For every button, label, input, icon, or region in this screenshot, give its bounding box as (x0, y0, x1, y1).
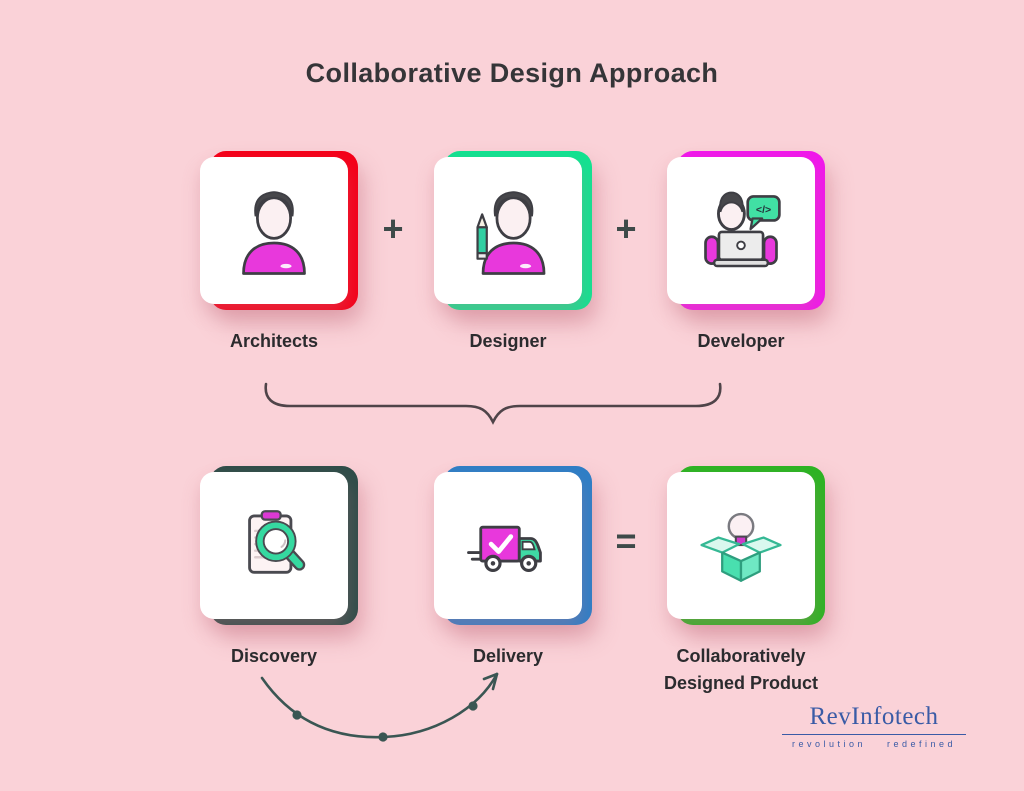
idea-box-icon (700, 512, 782, 582)
page-title: Collaborative Design Approach (305, 58, 719, 88)
clipboard-magnifier-icon (248, 509, 306, 574)
card-discovery: Discovery (200, 466, 358, 696)
designer-card (434, 157, 582, 304)
logo-tagline: revolution redefined (791, 739, 957, 749)
card-developer: </> Developer (667, 151, 825, 381)
plus-sign-1: + (382, 208, 404, 249)
product-label-line1: Collaboratively (676, 646, 806, 666)
product-card (667, 472, 815, 619)
cab-window (521, 540, 536, 550)
box-body (721, 550, 761, 582)
discovery-label: Discovery (230, 646, 318, 666)
card-designer: Designer (434, 151, 592, 381)
svg-text:</>: </> (756, 203, 771, 215)
designer-person-pencil-icon (476, 190, 546, 275)
architects-label: Architects (229, 331, 319, 351)
arms (704, 234, 778, 265)
designer-label: Designer (469, 331, 547, 351)
code-bubble: </> (746, 194, 781, 230)
delivery-card (434, 472, 582, 619)
logo-name: RevInfotech (809, 703, 939, 730)
wheels (484, 554, 538, 572)
card-architects: Architects (200, 151, 358, 381)
card-delivery: Delivery (434, 466, 592, 696)
architect-person-icon (242, 190, 306, 275)
hair (254, 190, 294, 216)
check-mark (488, 533, 514, 554)
box-flaps (700, 535, 782, 554)
magnifier (255, 520, 306, 571)
delivery-label: Delivery (472, 646, 544, 666)
pencil (476, 212, 488, 260)
revinfotech-logo: RevInfotech revolution redefined (782, 703, 966, 749)
equals-sign: = (615, 520, 637, 561)
plus-sign-2: + (615, 208, 637, 249)
curly-brace-connector (264, 382, 722, 425)
developer-laptop-icon: </> (704, 191, 781, 267)
delivery-truck-icon (467, 525, 542, 572)
product-label: Collaboratively Designed Product (664, 643, 818, 697)
shirt-highlight (280, 263, 292, 268)
light-bulb (727, 512, 755, 546)
iteration-arc-arrow (260, 672, 499, 742)
developer-label: Developer (697, 331, 785, 351)
discovery-card (200, 472, 348, 619)
laptop (712, 230, 770, 267)
card-designed-product: Collaboratively Designed Product (664, 466, 825, 697)
logo-divider (782, 734, 966, 735)
product-label-line2: Designed Product (663, 673, 819, 693)
architects-card (200, 157, 348, 304)
developer-card: </> (667, 157, 815, 304)
